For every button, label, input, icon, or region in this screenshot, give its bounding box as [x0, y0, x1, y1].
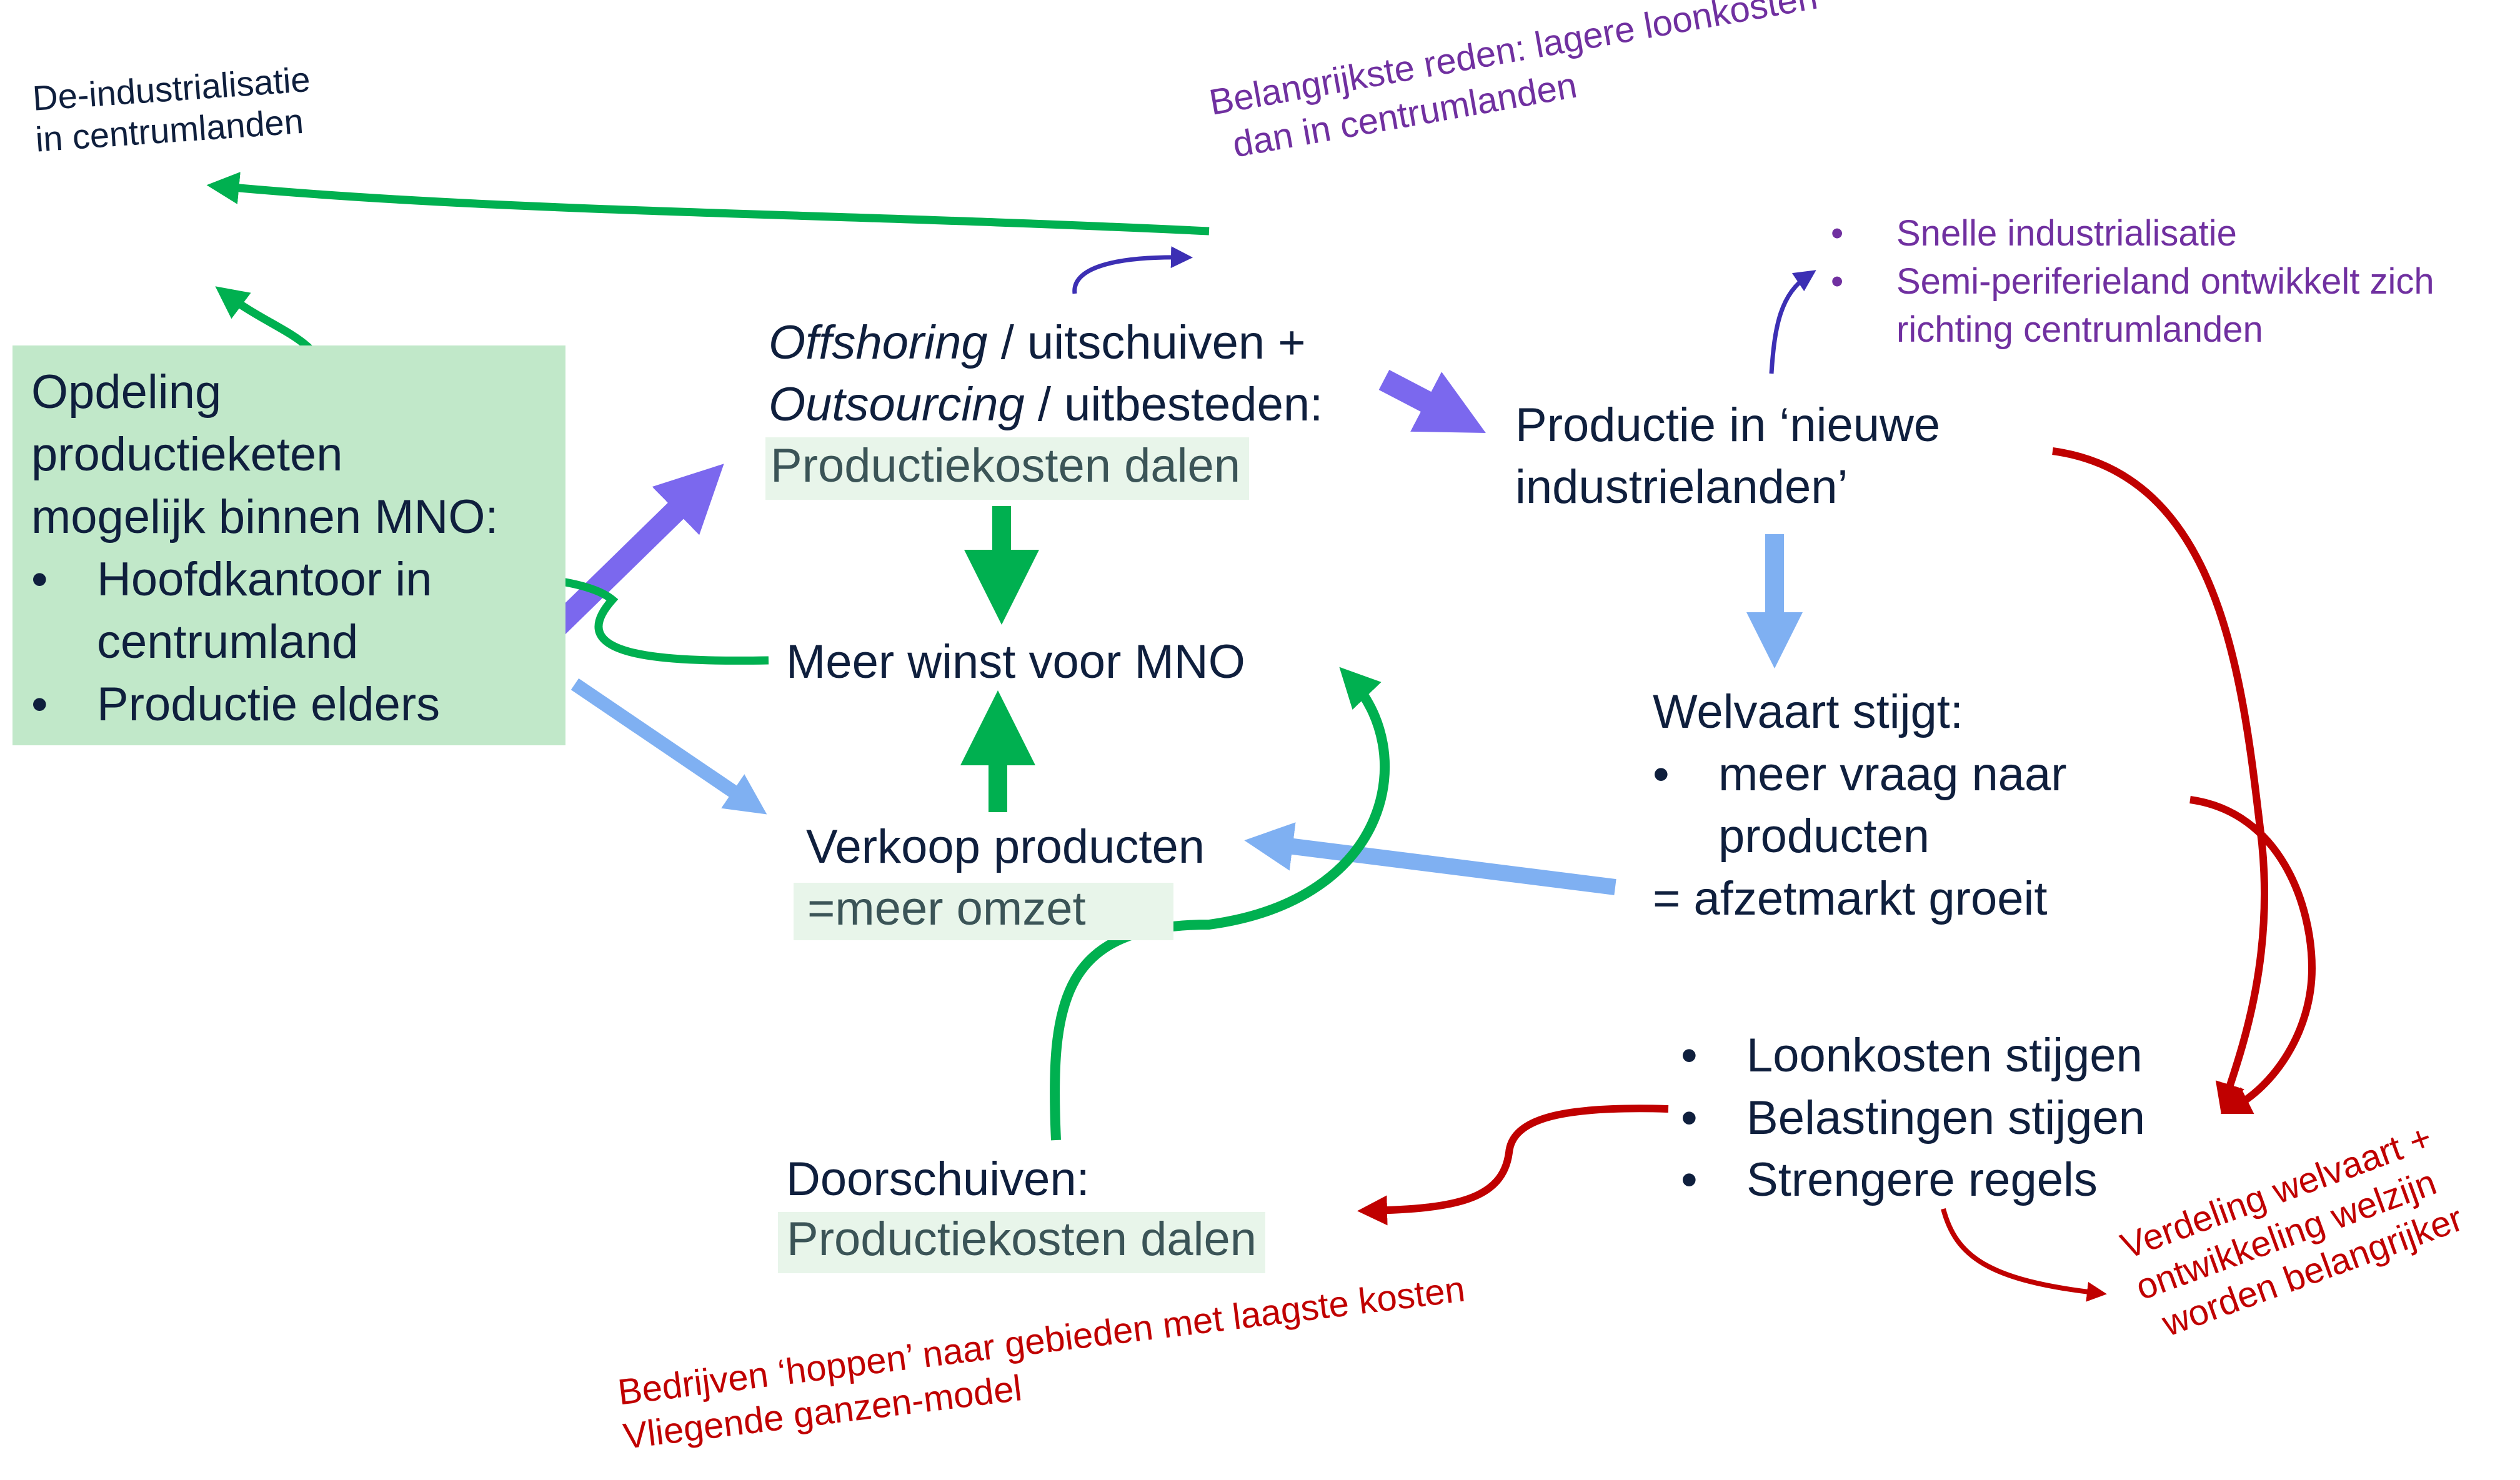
welvaart-item: •meer vraag naar — [1653, 743, 2067, 806]
kosten-item-1: •Loonkosten stijgen — [1681, 1025, 2145, 1087]
offshoring-to-productie-arrow — [1378, 370, 1486, 433]
semi-bullet: • — [1831, 261, 1844, 302]
mno-item-1-cont: centrumland — [97, 615, 359, 668]
productie-block: Productie in ‘nieuwe industrielanden’ — [1515, 395, 1940, 519]
mno-line2: productieketen — [31, 427, 343, 481]
mno-box-text: Opdeling productieketen mogelijk binnen … — [31, 361, 499, 736]
productie-line2: industrielanden’ — [1515, 460, 1848, 514]
mno-bullet: • — [31, 552, 48, 606]
reason-arrow — [1072, 246, 1193, 294]
offshoring-block: Offshoring / uitschuiven + Outsourcing /… — [769, 312, 1323, 436]
offshoring-line2: Outsourcing / uitbesteden: — [769, 377, 1323, 431]
welvaart-to-kosten-arrow — [2189, 796, 2316, 1115]
productie-line1: Productie in ‘nieuwe — [1515, 399, 1941, 452]
welvaart-to-verkoop-arrow — [1244, 822, 1616, 895]
winst-label: Meer winst voor MNO — [786, 635, 1245, 688]
kosten-item-3: •Strengere regels — [1681, 1149, 2145, 1211]
semi-arrow — [1769, 270, 1816, 374]
verkoop-highlight: =meer omzet — [794, 883, 1173, 940]
mno-bullet: • — [31, 677, 48, 731]
mno-box — [12, 345, 565, 745]
mno-line3: mogelijk binnen MNO: — [31, 490, 499, 544]
semi-bullet: • — [1831, 213, 1844, 254]
box-to-verkoop-arrow — [570, 678, 767, 815]
semi-item-1: •Snelle industrialisatie — [1831, 209, 2434, 257]
kosten-to-verdeling-arrow — [1941, 1208, 2107, 1302]
doorschuiven-label: Doorschuiven: — [786, 1153, 1090, 1206]
kosten-list: •Loonkosten stijgen •Belastingen stijgen… — [1681, 1025, 2145, 1211]
welvaart-item-cont: producten — [1718, 810, 1930, 863]
doorschuiven-to-winst-arrow — [1050, 667, 1390, 1141]
semi-periphery-list: •Snelle industrialisatie •Semi-periferie… — [1831, 209, 2434, 354]
offshoring-highlight: Productiekosten dalen — [765, 437, 1250, 500]
kosten-bullet: • — [1681, 1029, 1698, 1082]
kosten-bullet: • — [1681, 1153, 1698, 1207]
welvaart-block: Welvaart stijgt: •meer vraag naar produc… — [1653, 681, 2067, 930]
productie-to-kosten-arrow — [2052, 447, 2269, 1114]
offshoring-line1: Offshoring / uitschuiven + — [769, 316, 1306, 369]
welvaart-result: = afzetmarkt groeit — [1653, 872, 2048, 925]
semi-item-2-cont: richting centrumlanden — [1896, 309, 2263, 350]
kosten-item-2: •Belastingen stijgen — [1681, 1087, 2145, 1150]
doorschuiven-highlight: Productiekosten dalen — [778, 1212, 1266, 1273]
kosten-to-doorschuiven-arrow — [1357, 1105, 1669, 1226]
mno-line1: Opdeling — [31, 365, 222, 419]
verkoop-label: Verkoop producten — [806, 820, 1205, 873]
kosten-bullet: • — [1681, 1091, 1698, 1145]
semi-item-2: •Semi-periferieland ontwikkelt zich — [1831, 257, 2434, 305]
mno-item-2: •Productie elders — [31, 673, 499, 736]
mno-item-1: •Hoofdkantoor in — [31, 549, 499, 611]
welvaart-title: Welvaart stijgt: — [1653, 685, 1963, 738]
welvaart-bullet: • — [1653, 747, 1670, 801]
deindustrialisation-arrow — [206, 172, 1210, 236]
